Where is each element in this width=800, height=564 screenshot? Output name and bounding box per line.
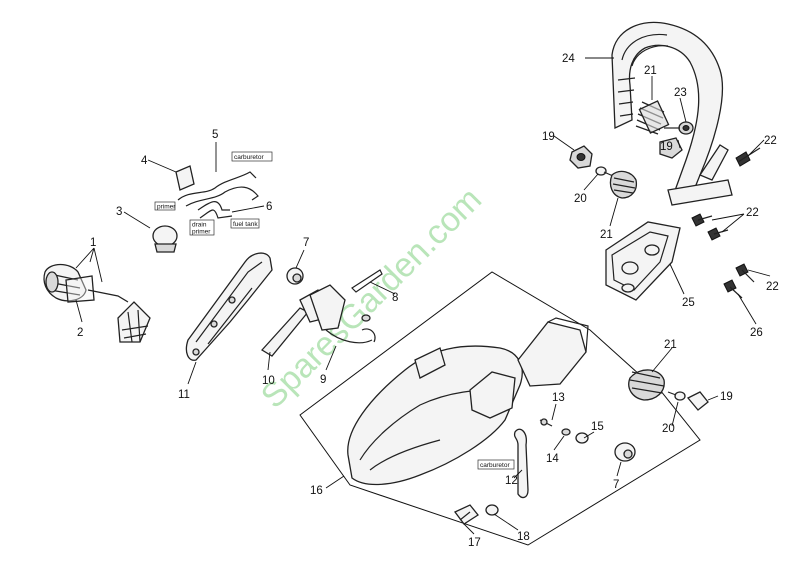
callout-20-top: 20 xyxy=(574,193,587,205)
callout-9: 9 xyxy=(320,374,326,386)
callout-12: 12 xyxy=(505,475,518,487)
part-12-hose xyxy=(513,428,529,499)
callout-22-middle: 22 xyxy=(746,207,759,219)
svg-text:drain: drain xyxy=(192,222,207,229)
tag-carburetor-top: carburetor xyxy=(231,151,273,162)
callout-13: 13 xyxy=(552,392,565,404)
tag-primer: primer xyxy=(154,201,176,211)
part-26-screw xyxy=(723,279,743,299)
part-22-screw-middle-b xyxy=(707,227,729,241)
callout-4: 4 xyxy=(141,155,148,167)
part-20-bolt-right xyxy=(667,391,686,401)
part-18-filter-cap xyxy=(485,504,499,516)
callout-11: 11 xyxy=(178,389,190,401)
callout-19-lower: 19 xyxy=(720,391,733,403)
part-23-bushing xyxy=(664,121,694,135)
callout-22-lower: 22 xyxy=(766,281,779,293)
callout-25: 25 xyxy=(682,297,695,309)
part-17-filter xyxy=(453,504,479,525)
callout-1: 1 xyxy=(90,237,96,249)
part-13-screw xyxy=(539,418,553,427)
svg-text:carburetor: carburetor xyxy=(234,154,264,161)
callout-14: 14 xyxy=(546,453,559,465)
callout-3: 3 xyxy=(116,206,122,218)
callout-7-right: 7 xyxy=(613,479,619,491)
part-2-retainer xyxy=(65,275,151,343)
part-22-screw-lower xyxy=(735,263,755,283)
part-14-washer xyxy=(561,428,571,436)
callout-20-lower: 20 xyxy=(662,423,675,435)
part-21-spring-lower xyxy=(628,369,665,401)
part-24-handle-bar xyxy=(611,21,733,206)
part-6-fuel-line xyxy=(197,201,233,219)
callout-19-top-left: 19 xyxy=(542,131,555,143)
callout-15: 15 xyxy=(591,421,604,433)
part-21-spring-middle xyxy=(609,170,638,199)
part-25-bracket xyxy=(605,221,681,301)
part-7-plug-right xyxy=(614,442,636,462)
part-19-mount-top-left xyxy=(569,145,593,169)
callout-21-middle: 21 xyxy=(600,229,613,241)
part-19-damper-right xyxy=(686,391,709,411)
svg-text:primer: primer xyxy=(157,204,176,211)
leader-lines xyxy=(75,57,771,535)
tag-drain-primer: drain primer xyxy=(189,219,215,236)
part-16-tank-housing xyxy=(347,317,589,486)
callout-numbers: 1 2 3 4 5 6 7 8 9 10 11 12 13 14 15 7 16… xyxy=(77,53,779,549)
callout-6: 6 xyxy=(266,201,272,213)
part-20-bolt-left xyxy=(595,166,614,177)
callout-18: 18 xyxy=(517,531,530,543)
callout-5: 5 xyxy=(212,129,218,141)
part-3-primer-bulb xyxy=(152,225,178,253)
callout-21-top: 21 xyxy=(644,65,657,77)
part-4-grommet xyxy=(175,165,195,191)
svg-text:fuel tank: fuel tank xyxy=(233,221,258,228)
callout-8: 8 xyxy=(392,292,398,304)
part-7-plug-left xyxy=(286,267,304,285)
callout-26: 26 xyxy=(750,327,763,339)
tag-carburetor-bottom: carburetor xyxy=(477,459,515,470)
callout-10: 10 xyxy=(262,375,275,387)
part-22-screw-upper xyxy=(735,147,761,167)
part-19-mount-top-right xyxy=(659,137,683,159)
svg-text:primer: primer xyxy=(192,229,211,236)
part-22-screw-middle-a xyxy=(691,213,713,227)
callout-17: 17 xyxy=(468,537,481,549)
tag-fuel-tank: fuel tank xyxy=(230,218,260,229)
part-8-spring xyxy=(351,269,383,322)
callout-19-top-right: 19 xyxy=(660,141,673,153)
callout-2: 2 xyxy=(77,327,83,339)
part-9-trigger xyxy=(309,284,376,344)
part-21-spring-top xyxy=(635,100,670,135)
callout-16: 16 xyxy=(310,485,323,497)
callout-23: 23 xyxy=(674,87,687,99)
part-15-nut xyxy=(575,432,589,444)
part-11-handle-cover xyxy=(185,252,273,361)
callout-21-lower: 21 xyxy=(664,339,677,351)
callout-24: 24 xyxy=(562,53,575,65)
callout-22-upper: 22 xyxy=(764,135,777,147)
part-5-fuel-line xyxy=(177,171,259,207)
callout-7-left: 7 xyxy=(303,237,309,249)
svg-text:carburetor: carburetor xyxy=(480,462,510,469)
